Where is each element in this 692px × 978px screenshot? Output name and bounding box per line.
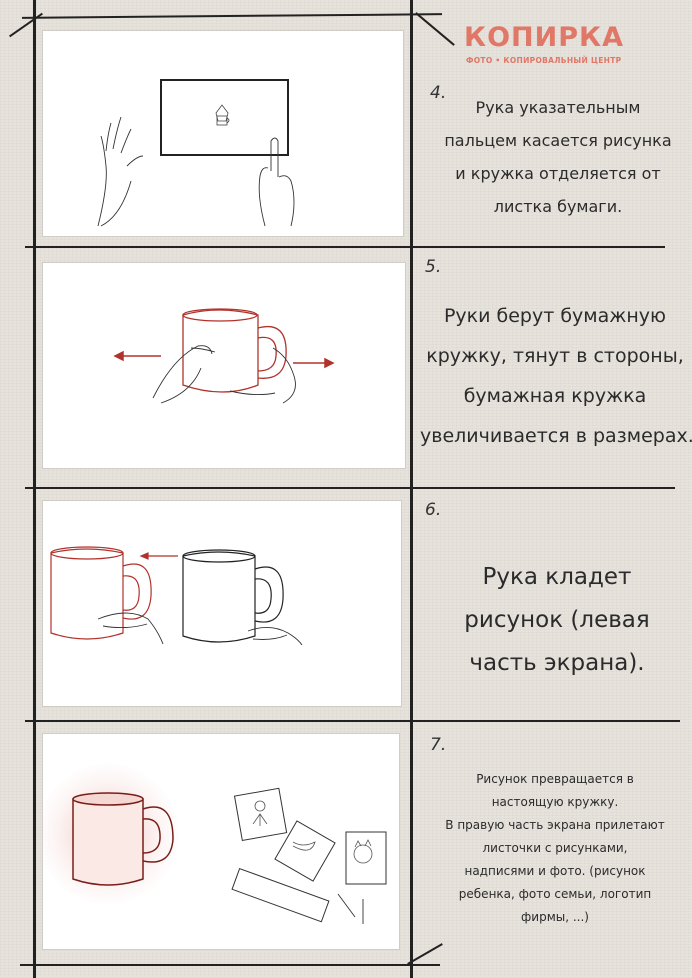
divider-4-5 bbox=[25, 246, 665, 248]
step-7-line: настоящую кружку. bbox=[491, 795, 619, 809]
hands-sketch-panel-6 bbox=[97, 612, 303, 646]
move-arrow bbox=[139, 552, 178, 560]
frame-left-line bbox=[33, 0, 36, 978]
panel-4-sketch bbox=[97, 79, 295, 227]
step-5-number: 5. bbox=[425, 257, 442, 277]
step-5-line: бумажная кружка bbox=[463, 385, 647, 407]
step-7-number: 7. bbox=[430, 735, 447, 755]
step-4-line: и кружка отделяется от bbox=[455, 164, 661, 183]
frame-bottom-line bbox=[20, 964, 440, 966]
step-6-line: рисунок (левая bbox=[464, 607, 650, 633]
sheet-doodles bbox=[252, 800, 373, 864]
step-7-description: Рисунок превращается в настоящую кружку.… bbox=[425, 768, 685, 929]
step-4-line: листка бумаги. bbox=[493, 197, 623, 216]
held-mug-drawing bbox=[182, 549, 284, 643]
pull-arrows bbox=[113, 350, 335, 369]
step-7-line: В правую часть экрана прилетают bbox=[445, 818, 665, 832]
step-4-number: 4. bbox=[430, 83, 447, 103]
step-7-line: надписями и фото. (рисунок bbox=[464, 864, 646, 878]
storyboard-panel-6 bbox=[42, 500, 402, 707]
step-6-description: Рука кладет рисунок (левая часть экрана)… bbox=[432, 556, 682, 685]
step-5-description: Руки берут бумажную кружку, тянут в стор… bbox=[420, 296, 692, 456]
step-7-line: листочки с рисунками, bbox=[482, 841, 628, 855]
left-hand-sketch bbox=[97, 116, 144, 227]
frame-mid-line bbox=[410, 0, 413, 978]
step-4-line: пальцем касается рисунка bbox=[444, 131, 672, 150]
placed-mug-drawing-red bbox=[50, 546, 152, 640]
fly-in-arrows bbox=[337, 893, 364, 924]
flying-sheets bbox=[231, 787, 387, 923]
frame-top-diagonal-right bbox=[415, 12, 455, 46]
logo-tagline: ФОТО • КОПИРОВАЛЬНЫЙ ЦЕНТР bbox=[466, 56, 622, 65]
step-4-description: Рука указательным пальцем касается рисун… bbox=[430, 91, 686, 223]
divider-6-7 bbox=[25, 720, 680, 722]
panel-5-sketch bbox=[113, 308, 335, 404]
step-7-line: фирмы, ...) bbox=[521, 910, 589, 924]
panel-6-sketch bbox=[50, 546, 303, 646]
company-logo: КОПИРКА ФОТО • КОПИРОВАЛЬНЫЙ ЦЕНТР bbox=[464, 22, 674, 70]
storyboard-panel-7 bbox=[42, 733, 400, 950]
step-7-line: Рисунок превращается в bbox=[476, 772, 634, 786]
paper-mug-red bbox=[182, 308, 287, 393]
step-5-line: кружку, тянут в стороны, bbox=[426, 345, 684, 367]
step-6-number: 6. bbox=[425, 500, 442, 520]
step-6-line: часть экрана). bbox=[469, 650, 645, 676]
real-mug bbox=[72, 792, 174, 886]
divider-5-6 bbox=[25, 487, 675, 489]
small-cat-drawing bbox=[215, 104, 230, 126]
right-hand-pointing-sketch bbox=[258, 137, 295, 227]
logo-name: КОПИРКА bbox=[464, 22, 624, 53]
hands-pulling-sketch bbox=[152, 345, 296, 404]
step-7-line: ребенка, фото семьи, логотип bbox=[458, 887, 652, 901]
panel-7-sketch bbox=[43, 764, 387, 924]
storyboard-panel-5 bbox=[42, 262, 406, 469]
frame-top-line bbox=[21, 13, 443, 19]
step-5-line: Руки берут бумажную bbox=[443, 305, 667, 327]
step-5-line: увеличивается в размерах. bbox=[420, 425, 692, 447]
step-4-line: Рука указательным bbox=[475, 98, 641, 117]
storyboard-panel-4 bbox=[42, 30, 404, 237]
step-6-line: Рука кладет bbox=[482, 564, 632, 590]
